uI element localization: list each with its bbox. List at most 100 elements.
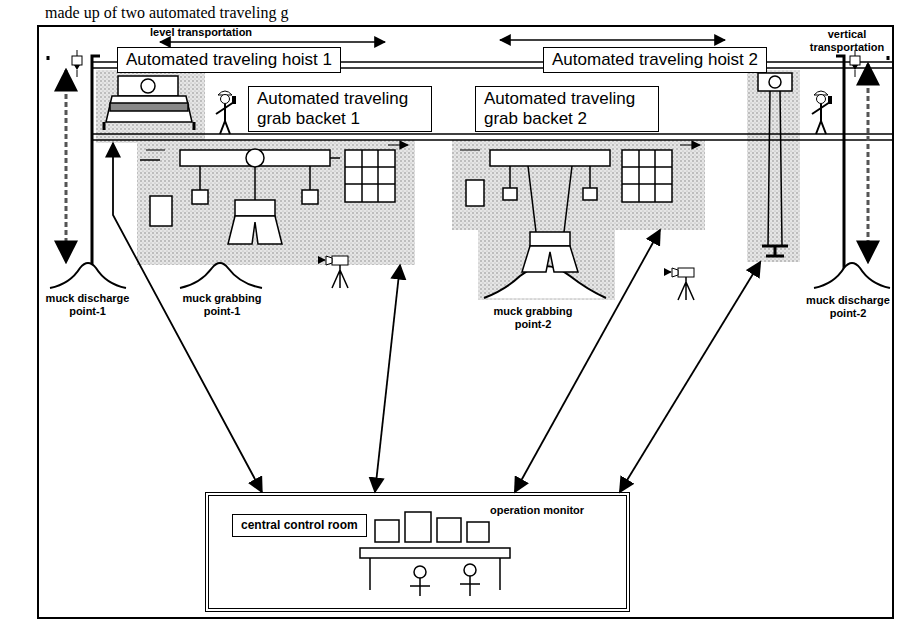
grab-machine	[140, 149, 395, 244]
node-title: Automated traveling grab backet 1	[248, 86, 432, 132]
monitor-desk	[464, 564, 476, 576]
grab-machine	[150, 196, 172, 226]
hoist-machine	[104, 122, 194, 130]
machine-region	[747, 70, 800, 262]
shaft-wall	[48, 56, 888, 272]
worker	[216, 91, 236, 134]
connector	[375, 265, 400, 492]
camera	[666, 268, 694, 300]
machine-region	[478, 229, 615, 300]
transport-arrow	[867, 64, 870, 262]
monitor-desk	[460, 576, 480, 596]
connector	[515, 230, 660, 492]
muck-pile	[50, 263, 890, 298]
hoist-machine	[762, 246, 788, 256]
grab-machine	[254, 167, 256, 200]
machine-region	[96, 70, 800, 300]
flow-label: level transportation	[150, 26, 252, 39]
hoist-machine	[141, 79, 155, 93]
node-title: Automated traveling grab backet 2	[475, 86, 659, 132]
transport-arrow	[65, 70, 68, 262]
transport-arrow	[160, 40, 725, 42]
machine-region: Automated traveling hoist 2	[747, 70, 800, 262]
node-title: Automated traveling hoist 1	[117, 47, 341, 73]
grab-machine	[466, 180, 484, 206]
shaft-wall	[92, 56, 100, 272]
hoist-machine	[104, 76, 194, 130]
muck-pile	[180, 263, 262, 288]
monitor-desk	[360, 512, 510, 596]
shaft-wall	[836, 56, 844, 272]
monitor-desk	[375, 520, 399, 542]
point-label: muck discharge point-1	[40, 292, 135, 318]
shaft-wall	[887, 56, 890, 60]
grab-machine	[530, 232, 570, 246]
grab-machine	[622, 150, 672, 202]
grab-machine	[522, 246, 578, 272]
rail	[92, 62, 893, 140]
machine-region	[96, 70, 205, 143]
machine-region: Automated traveling hoist 1	[96, 70, 205, 143]
monitor-desk	[467, 522, 489, 542]
hoist-machine	[758, 73, 792, 256]
connector	[620, 262, 761, 492]
grab-machine	[140, 158, 340, 160]
hoist-machine	[106, 96, 192, 122]
grab-machine	[510, 166, 590, 188]
monitor-label: operation monitor	[490, 504, 584, 517]
point-label: muck grabbing point-1	[176, 292, 268, 318]
grab-machine	[466, 150, 672, 272]
travel-arrow	[146, 145, 408, 150]
grab-machine	[180, 150, 330, 166]
machine-region	[137, 140, 415, 265]
node-title: Automated traveling hoist 2	[543, 47, 767, 73]
rail	[92, 139, 893, 141]
hoist-machine	[768, 91, 782, 246]
grab-machine	[246, 149, 264, 167]
connector	[113, 143, 262, 492]
transport-arrow	[160, 41, 385, 43]
grab-machine	[490, 150, 610, 166]
node-title: central control room	[232, 514, 367, 537]
point-label: muck grabbing point-2	[486, 305, 580, 331]
figure-frame	[38, 26, 893, 618]
grab-machine	[345, 150, 395, 202]
grab-machine	[228, 216, 282, 244]
transport-arrow	[500, 39, 725, 41]
grab-machine	[528, 166, 572, 232]
monitor-desk	[414, 566, 426, 578]
monitor-desk	[360, 548, 510, 558]
rail	[92, 133, 893, 135]
muck-pile	[814, 263, 890, 288]
grab-machine	[583, 188, 597, 200]
monitor-desk	[405, 512, 431, 542]
machine-region: Automated traveling grab backet 1	[137, 140, 415, 265]
point-label: muck discharge point-2	[806, 294, 890, 320]
hoist-machine	[769, 76, 781, 88]
signal-lamp	[72, 50, 82, 77]
shaft-wall	[47, 56, 50, 60]
camera	[320, 256, 348, 288]
transport-arrow	[66, 64, 868, 262]
worker	[812, 91, 832, 134]
grab-machine	[235, 200, 275, 216]
monitor-desk	[437, 518, 461, 542]
page-text: made up of two automated traveling g	[45, 4, 288, 22]
grab-machine	[302, 190, 318, 204]
machine-region	[452, 140, 705, 230]
hoist-machine	[758, 73, 792, 91]
grab-machine	[503, 188, 517, 200]
machine-region: Automated traveling grab backet 2	[452, 140, 705, 230]
grab-machine	[345, 150, 395, 202]
grab-machine	[622, 150, 672, 202]
monitor-desk	[370, 558, 500, 590]
hoist-machine	[118, 76, 178, 96]
hoist-machine	[110, 103, 188, 111]
grab-machine	[192, 190, 208, 204]
muck-pile	[50, 263, 126, 288]
travel-arrow	[460, 145, 700, 150]
signal-lamp	[850, 50, 860, 77]
